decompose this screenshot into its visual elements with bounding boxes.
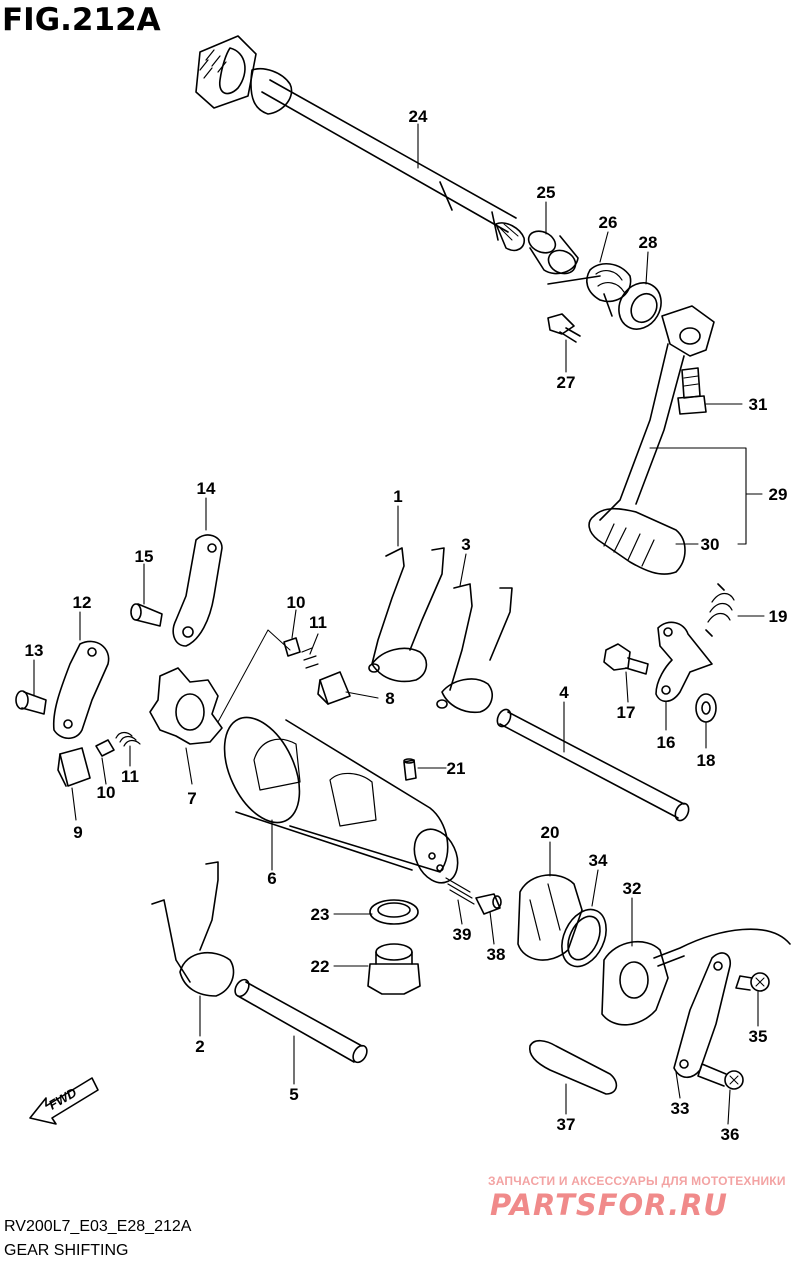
figure-title: FIG.212A — [2, 2, 161, 38]
callout-31: 31 — [749, 395, 768, 414]
part-4-shaft — [496, 708, 690, 822]
callout-22: 22 — [311, 957, 330, 976]
callout-30: 30 — [701, 535, 720, 554]
callout-14: 14 — [197, 479, 216, 498]
part-27-bolt — [547, 313, 581, 343]
callout-34: 34 — [589, 851, 608, 870]
part-29-shift-lever — [588, 305, 715, 575]
part-10-11-left — [95, 731, 141, 757]
part-39-spring — [445, 877, 475, 905]
callout-26: 26 — [599, 213, 618, 232]
callout-25: 25 — [537, 183, 556, 202]
part-38-pin — [475, 893, 502, 915]
callout-29: 29 — [769, 485, 788, 504]
callout-33: 33 — [671, 1099, 690, 1118]
callout-39: 39 — [453, 925, 472, 944]
callout-group: 1 2 3 4 5 6 7 8 9 10 10 11 11 12 13 14 1… — [25, 107, 788, 1144]
callout-15: 15 — [135, 547, 154, 566]
callout-28: 28 — [639, 233, 658, 252]
part-18-washer — [695, 693, 717, 723]
callout-35: 35 — [749, 1027, 768, 1046]
callout-20: 20 — [541, 823, 560, 842]
part-13-screw — [15, 690, 47, 715]
callout-3: 3 — [461, 535, 470, 554]
part-28-bearing — [618, 282, 662, 330]
callout-17: 17 — [617, 703, 636, 722]
part-17-bolt — [603, 643, 649, 675]
part-33-clamp — [673, 952, 732, 1079]
part-21-pin — [403, 758, 417, 781]
callout-38: 38 — [487, 945, 506, 964]
part-23-washer — [369, 899, 419, 925]
callout-8: 8 — [385, 689, 394, 708]
callout-1: 1 — [393, 487, 402, 506]
fwd-arrow-icon: FWD — [29, 1077, 99, 1125]
callout-21: 21 — [447, 759, 466, 778]
callout-27: 27 — [557, 373, 576, 392]
callout-11-upper: 11 — [309, 613, 327, 632]
part-37-strap — [528, 1039, 618, 1095]
part-5-shaft — [234, 978, 368, 1064]
part-12-plate — [52, 640, 110, 740]
callout-2: 2 — [195, 1037, 204, 1056]
callout-7: 7 — [187, 789, 196, 808]
part-36-screw — [697, 1063, 744, 1090]
callout-9: 9 — [73, 823, 82, 842]
part-16-bracket — [655, 621, 713, 703]
watermark-line1: ЗАПЧАСТИ И АКСЕССУАРЫ ДЛЯ МОТОТЕХНИКИ — [488, 1174, 786, 1188]
part-25-sleeve — [527, 230, 579, 275]
part-8-guide — [317, 671, 351, 705]
callout-12: 12 — [73, 593, 92, 612]
part-9-guide — [57, 747, 91, 787]
callout-23: 23 — [311, 905, 330, 924]
callout-10-upper: 10 — [287, 593, 306, 612]
figure-caption: GEAR SHIFTING — [4, 1242, 129, 1259]
part-shift-shaft — [195, 35, 526, 252]
part-15-screw — [130, 603, 163, 627]
callout-6: 6 — [267, 869, 276, 888]
part-3-fork — [436, 583, 513, 714]
callout-24: 24 — [409, 107, 428, 126]
callout-36: 36 — [721, 1125, 740, 1144]
callout-4: 4 — [559, 683, 569, 702]
part-14-plate — [172, 534, 223, 647]
part-31-bolt — [677, 367, 707, 415]
callout-5: 5 — [289, 1085, 298, 1104]
part-1-fork — [368, 547, 445, 683]
part-6-drum — [223, 716, 459, 884]
callout-10-lower: 10 — [97, 783, 116, 802]
callout-13: 13 — [25, 641, 44, 660]
part-2-fork — [151, 861, 235, 997]
callout-11-lower: 11 — [121, 767, 139, 786]
leader-lines — [33, 123, 765, 1125]
callout-18: 18 — [697, 751, 716, 770]
part-10-11-upper — [283, 637, 319, 669]
figure-code: RV200L7_E03_E28_212A — [4, 1218, 192, 1235]
part-34-oring — [561, 908, 607, 968]
callout-32: 32 — [623, 879, 642, 898]
part-20-switch — [517, 874, 583, 961]
part-22-plug — [367, 943, 421, 995]
part-35-screw — [735, 972, 770, 992]
part-7-cam — [149, 667, 223, 745]
watermark-logo: PARTSFOR.RU — [490, 1188, 728, 1222]
callout-19: 19 — [769, 607, 788, 626]
part-19-spring — [705, 583, 735, 637]
part-32-sensor — [601, 928, 791, 1026]
callout-16: 16 — [657, 733, 676, 752]
callout-37: 37 — [557, 1115, 576, 1134]
